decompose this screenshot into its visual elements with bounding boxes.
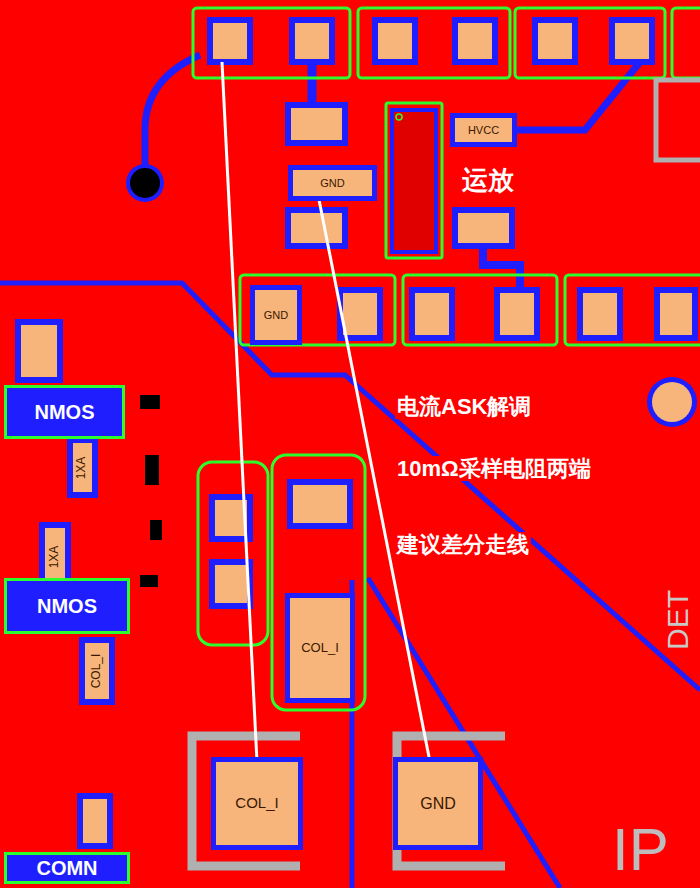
pad-label: 1XA [75, 457, 89, 480]
outline [358, 8, 510, 78]
test-point-ring [647, 377, 697, 427]
node-text: HVCC [468, 124, 499, 136]
pad [70, 440, 95, 495]
test-point [652, 382, 692, 422]
node-text: COL_I [235, 795, 278, 812]
outline [386, 103, 442, 258]
callout-note: 建议差分走线 [395, 532, 531, 557]
outline [672, 8, 700, 78]
pad [80, 796, 110, 846]
pad-label: GND [255, 290, 297, 340]
pad [210, 20, 250, 62]
silkscreen-text: IP [612, 815, 669, 884]
component-tag: NMOS [4, 385, 125, 439]
pad [288, 210, 345, 246]
pad [288, 105, 345, 143]
node-text: NMOS [35, 401, 95, 423]
callout-note: 10mΩ采样电阻两端 [395, 456, 593, 481]
outline [403, 275, 557, 345]
pad [290, 482, 350, 526]
pour-edge [350, 580, 355, 888]
pad-label: GND [293, 170, 372, 196]
pad [657, 290, 695, 338]
dark-areas [140, 395, 162, 587]
outline [198, 462, 268, 645]
pad-label: 1XA [48, 546, 62, 569]
pad [82, 640, 112, 702]
void [145, 455, 159, 485]
component-tag: COMN [4, 852, 130, 884]
void [150, 520, 162, 540]
silkscreen-brackets [192, 736, 505, 866]
silkscreen-box [656, 80, 700, 160]
pad-label: COL_I [290, 598, 350, 698]
void [140, 395, 160, 409]
component-tag: NMOS [4, 578, 130, 634]
via-ring [126, 164, 164, 202]
pad [535, 20, 575, 62]
node-text: NMOS [37, 595, 97, 617]
pad [18, 322, 60, 380]
component-outlines [193, 8, 700, 710]
pad [212, 562, 250, 606]
pad [612, 20, 652, 62]
pad [412, 290, 452, 338]
pad [375, 20, 415, 62]
pad-label: GND [398, 762, 478, 845]
pad-label: COL_I [216, 762, 298, 845]
callout-note: 电流ASK解调 [395, 394, 533, 419]
white-marker-line [222, 62, 257, 762]
outline [240, 275, 395, 345]
trace [512, 62, 640, 130]
opamp-body [392, 110, 436, 252]
pad [455, 210, 512, 246]
bracket [192, 736, 300, 866]
pin1-dot [396, 114, 402, 120]
outline [193, 8, 350, 78]
pad [292, 20, 332, 62]
pad [455, 20, 495, 62]
pad [580, 290, 620, 338]
void [140, 575, 158, 587]
node-text: COMN [36, 857, 97, 879]
pad-label: COL_I [90, 654, 104, 689]
bracket [397, 736, 505, 866]
node-text: GND [320, 177, 344, 189]
clearance-lines [0, 55, 700, 888]
node-text: GND [264, 309, 288, 321]
part-note: 运放 [460, 166, 516, 196]
outline [272, 455, 365, 710]
node-text: GND [420, 795, 456, 813]
outline [515, 8, 665, 78]
trace [308, 62, 317, 105]
pour-edge [368, 578, 560, 888]
pad [497, 290, 537, 338]
outline [565, 275, 700, 345]
pad-label: HVCC [455, 118, 512, 142]
node-text: COL_I [301, 641, 339, 655]
via-hole [130, 168, 160, 198]
silkscreen-text: DET [661, 590, 696, 650]
trace [483, 246, 520, 290]
